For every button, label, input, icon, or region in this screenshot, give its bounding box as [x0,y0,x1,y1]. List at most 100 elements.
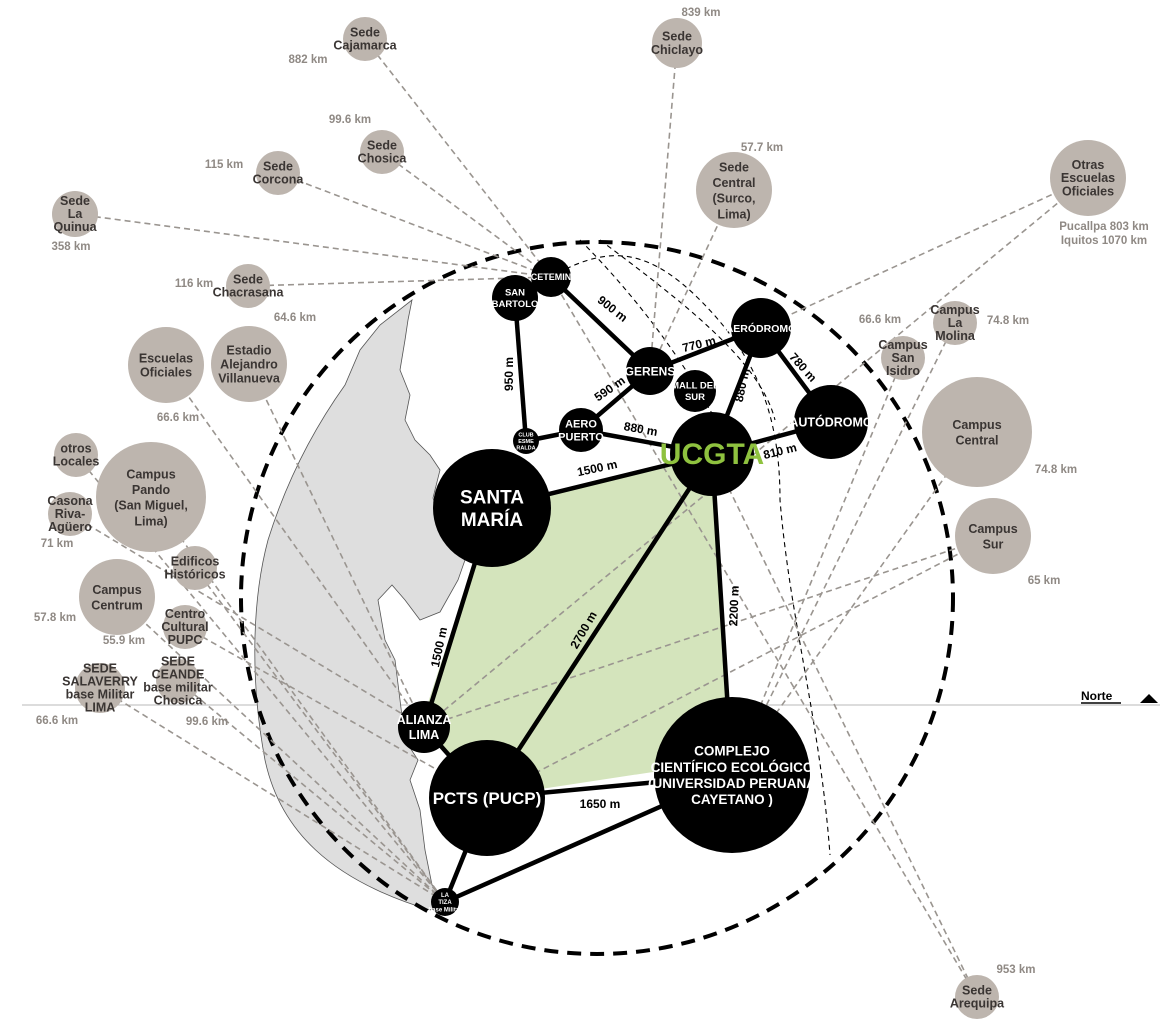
center-circle [674,370,716,412]
connection-line [731,322,956,776]
center-circle [433,449,551,567]
site-circle [173,546,217,590]
connection-line [649,42,678,372]
site-circle [652,18,702,68]
site-label: Sede [233,273,263,287]
site-label: Alejandro [220,357,278,371]
site-distance: 116 km [175,278,213,290]
site-label: Riva- [55,507,86,521]
site-circle [156,659,200,703]
site-circle [48,492,92,536]
site-label: CEANDE [152,668,205,682]
site-label: Villanueva [218,371,281,385]
hub-label: UCGTA [660,438,764,471]
site-circle [343,17,387,61]
site-label: Cajamarca [333,38,397,52]
distance-label: 1650 m [580,797,621,811]
site-label: Escuelas [1061,171,1115,185]
site-label: SEDE [83,662,117,676]
site-label: Sede [350,26,380,40]
center-label: CAYETANO ) [691,792,773,807]
site-distance: 66.6 km [859,314,901,326]
hub-circle [670,412,754,496]
site-circle [955,498,1031,574]
site-label: Sede [662,29,692,43]
center-label: PCTS (PUCP) [433,789,542,808]
center-label: (UNIVERSIDAD PERUANA [648,776,816,791]
center-label: BARTOLO [492,299,539,310]
center-circle [654,697,810,853]
site-distance: 71 km [41,538,74,550]
connection-line [74,213,552,278]
site-label: Campus [952,418,1001,432]
site-label: Lima) [717,207,750,221]
site-circle [54,433,98,477]
site-circle [955,975,999,1019]
distance-label: 2200 m [726,585,741,626]
center-pcts: PCTS (PUCP) [429,740,545,856]
site-label: Otras [1072,158,1105,172]
site-distance: Iquitos 1070 km [1061,235,1147,247]
site-circle [128,327,204,403]
site-label: Quinua [53,220,97,234]
site-label: Oficiales [140,365,192,379]
connection-line [277,172,552,278]
site-label: Campus [878,338,927,352]
site-label: Isidro [886,364,920,378]
site-label: Sede [263,160,293,174]
site-label: Pando [132,483,171,497]
site-circle [696,152,772,228]
center-label: SANTA [460,487,524,508]
site-label: Molina [935,329,976,343]
hub-ucgta: UCGTA [660,412,764,496]
distance-label: 1500 m [576,457,619,479]
center-aerodromo: AERÓDROMO [726,298,796,358]
site-label: (San Miguel, [114,499,188,513]
site-label: Cultural [161,620,208,634]
site-distance: 99.6 km [329,114,371,126]
connection-line [423,535,994,728]
site-circle [256,151,300,195]
center-autodromo: AUTÓDROMO [789,385,873,459]
connection-line [423,177,1089,728]
connection-line [165,364,425,728]
site-distance: 953 km [996,964,1035,976]
site-distance: 115 km [205,159,243,171]
site-label: Oficiales [1062,185,1114,199]
site-label: SALAVERRY [62,675,138,689]
center-label: ESME [518,439,534,445]
site-label: Sede [962,984,992,998]
site-distance: 839 km [681,7,720,19]
route-line-1 [549,255,831,856]
center-label: CETEMIN [531,272,572,282]
connection-line [760,177,1089,329]
center-circle [626,347,674,395]
site-circle [1050,140,1126,216]
site-circle [96,442,206,552]
site-label: (Surco, [712,192,755,206]
connection-line [75,454,446,903]
site-label: Lima) [134,514,167,528]
distance-label: 880 m [732,367,753,403]
site-label: Centrum [91,598,142,612]
site-label: base militar [143,680,213,694]
connection-line [364,38,552,278]
site-distance: 64.6 km [274,312,316,324]
center-label: SUR [685,392,705,403]
